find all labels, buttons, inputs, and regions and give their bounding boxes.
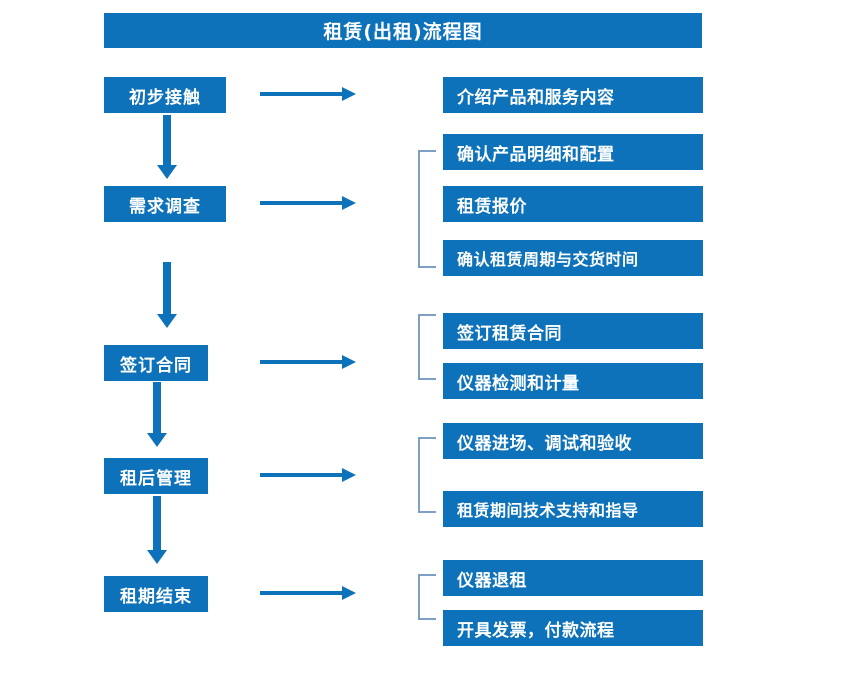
- detail-box-4-2[interactable]: 租赁期间技术支持和指导: [443, 491, 703, 527]
- arrow-right-icon-1: [260, 87, 356, 101]
- group-bracket-3: [418, 314, 436, 380]
- detail-box-3-1[interactable]: 签订租赁合同: [443, 313, 703, 349]
- stage-box-5[interactable]: 租期结束: [104, 576, 208, 612]
- group-bracket-4: [418, 437, 436, 513]
- arrow-right-icon-5: [260, 586, 356, 600]
- arrow-down-icon-3: [147, 382, 167, 447]
- arrow-right-icon-2: [260, 196, 356, 210]
- detail-box-3-2[interactable]: 仪器检测和计量: [443, 363, 703, 399]
- detail-box-4-1[interactable]: 仪器进场、调试和验收: [443, 423, 703, 459]
- arrow-down-icon-2: [157, 262, 177, 328]
- stage-box-2[interactable]: 需求调查: [104, 186, 226, 222]
- detail-box-5-2[interactable]: 开具发票，付款流程: [443, 610, 703, 646]
- stage-box-4[interactable]: 租后管理: [104, 458, 208, 494]
- detail-box-2-2[interactable]: 租赁报价: [443, 186, 703, 222]
- group-bracket-5: [418, 574, 436, 620]
- diagram-title: 租赁(出租)流程图: [104, 13, 702, 48]
- stage-box-3[interactable]: 签订合同: [104, 345, 208, 381]
- arrow-down-icon-1: [157, 115, 177, 179]
- detail-box-2-1[interactable]: 确认产品明细和配置: [443, 134, 703, 170]
- detail-box-2-3[interactable]: 确认租赁周期与交货时间: [443, 240, 703, 276]
- stage-box-1[interactable]: 初步接触: [104, 77, 226, 113]
- group-bracket-2: [418, 150, 436, 268]
- detail-box-1-1[interactable]: 介绍产品和服务内容: [443, 77, 703, 113]
- arrow-right-icon-3: [260, 355, 356, 369]
- arrow-right-icon-4: [260, 468, 356, 482]
- detail-box-5-1[interactable]: 仪器退租: [443, 560, 703, 596]
- arrow-down-icon-4: [147, 496, 167, 564]
